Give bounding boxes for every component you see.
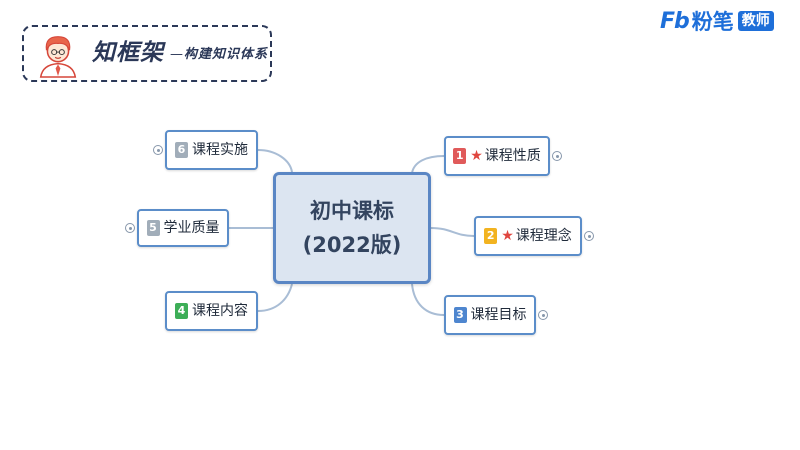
avatar-mouth [54, 56, 62, 59]
topic-node-3[interactable]: 3 课程目标 [444, 295, 536, 335]
avatar-glasses-left [51, 49, 58, 56]
logo-badge: 教师 [737, 11, 774, 31]
star-icon [470, 148, 483, 164]
collapse-toggle-6[interactable] [153, 145, 163, 155]
avatar-icon [39, 36, 77, 78]
logo-brand-name: 粉笔 [691, 10, 734, 34]
avatar-hair [45, 36, 71, 51]
brand-logo: Fb 粉笔 教师 [660, 8, 774, 34]
central-topic-title: 初中课标 [310, 199, 394, 223]
central-topic-edition: (2022版) [302, 233, 402, 257]
star-icon [501, 228, 514, 244]
collapse-toggle-1[interactable] [552, 151, 562, 161]
header-title: 知框架 [92, 39, 164, 66]
logo-mark: Fb [660, 8, 690, 34]
topic-node-6[interactable]: 6 课程实施 [165, 130, 258, 170]
topic-node-4[interactable]: 4 课程内容 [165, 291, 258, 331]
number-badge: 2 [484, 228, 498, 244]
header-subtitle: 构建知识体系 [184, 47, 269, 62]
topic-node-1[interactable]: 1 课程性质 [444, 136, 550, 176]
topic-node-5[interactable]: 5 学业质量 [137, 209, 229, 247]
topic-label: 课程内容 [192, 303, 248, 319]
number-badge: 3 [453, 307, 467, 323]
avatar-tie [55, 64, 61, 77]
number-badge: 5 [146, 220, 160, 236]
topic-label: 学业质量 [163, 220, 220, 236]
connector-line-3 [411, 283, 445, 316]
collapse-toggle-3[interactable] [538, 310, 548, 320]
collapse-toggle-5[interactable] [125, 223, 135, 233]
connector-line-1 [411, 155, 445, 174]
collapse-toggle-2[interactable] [584, 231, 594, 241]
topic-label: 课程理念 [515, 228, 572, 244]
connector-line-2 [430, 227, 475, 237]
number-badge: 4 [175, 303, 188, 319]
connector-line-6 [257, 149, 293, 173]
connector-line-4 [257, 283, 293, 312]
topic-label: 课程目标 [470, 307, 527, 323]
central-topic[interactable]: 初中课标 (2022版) [273, 172, 431, 284]
header-box: 知框架 — 构建知识体系 [22, 25, 272, 82]
header-separator: — [170, 47, 183, 62]
topic-node-2[interactable]: 2 课程理念 [474, 216, 582, 256]
topic-label: 课程性质 [484, 148, 541, 164]
number-badge: 6 [175, 142, 188, 158]
number-badge: 1 [453, 148, 467, 164]
topic-label: 课程实施 [192, 142, 248, 158]
